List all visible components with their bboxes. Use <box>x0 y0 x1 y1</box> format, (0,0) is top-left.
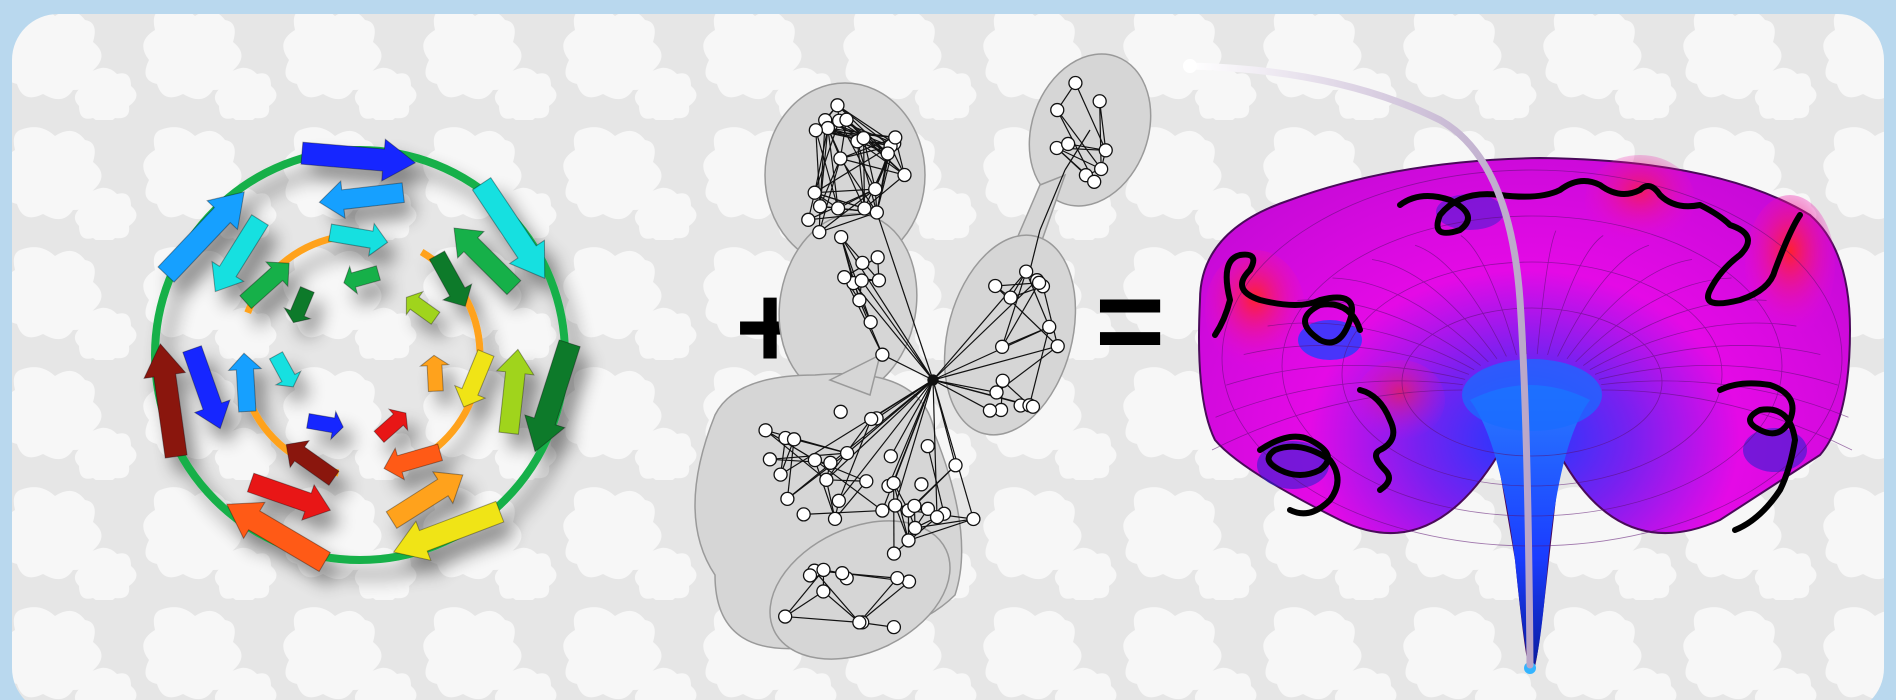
network-node <box>902 534 915 547</box>
network-node <box>809 124 822 137</box>
network-node <box>836 567 849 580</box>
network-node <box>814 200 827 213</box>
network-node <box>876 504 889 517</box>
network-node <box>855 274 868 287</box>
network-node <box>817 585 830 598</box>
network-node <box>949 459 962 472</box>
network-node <box>1043 320 1056 333</box>
network-node <box>1051 340 1064 353</box>
network-node <box>869 183 882 196</box>
network-node <box>820 473 833 486</box>
network-node <box>808 186 821 199</box>
network-node <box>858 202 871 215</box>
network-node <box>1033 276 1046 289</box>
network-node <box>1093 95 1106 108</box>
network-node <box>889 131 902 144</box>
network-node <box>1095 163 1108 176</box>
network-node <box>834 405 847 418</box>
network-node <box>1088 175 1101 188</box>
hub-node <box>928 375 938 385</box>
equals-sign: = <box>1095 254 1165 388</box>
network-node <box>931 511 944 524</box>
peak-right <box>1745 195 1835 335</box>
network-node <box>887 621 900 634</box>
network-node <box>829 512 842 525</box>
network-node <box>870 206 883 219</box>
network-node <box>853 294 866 307</box>
network-node <box>824 456 837 469</box>
funnel-mouth <box>1462 359 1602 431</box>
network-node <box>857 132 870 145</box>
network-node <box>1020 265 1033 278</box>
network-node <box>887 547 900 560</box>
network-node <box>864 316 877 329</box>
network-node <box>887 477 900 490</box>
network-node <box>871 251 884 264</box>
network-node <box>921 440 934 453</box>
network-node <box>781 492 794 505</box>
network-node <box>884 450 897 463</box>
network-node <box>808 454 821 467</box>
network-node <box>909 521 922 534</box>
network-node <box>1062 137 1075 150</box>
network-node <box>889 499 902 512</box>
network-node <box>841 447 854 460</box>
network-node <box>840 113 853 126</box>
network-node <box>831 99 844 112</box>
network-node <box>967 512 980 525</box>
network-node <box>759 424 772 437</box>
network-node <box>996 340 1009 353</box>
network-node <box>996 374 1009 387</box>
network-node <box>813 226 826 239</box>
network-node <box>817 563 830 576</box>
network-node <box>908 499 921 512</box>
network-node <box>989 279 1002 292</box>
network-node <box>856 256 869 269</box>
network-node <box>821 122 834 135</box>
network-node <box>903 575 916 588</box>
network-node <box>915 478 928 491</box>
network-node <box>891 572 904 585</box>
network-node <box>774 468 787 481</box>
network-node <box>881 147 894 160</box>
network-node <box>983 404 996 417</box>
network-node <box>865 412 878 425</box>
network-node <box>838 271 851 284</box>
network-node <box>804 569 817 582</box>
network-node <box>1099 144 1112 157</box>
network-node <box>832 494 845 507</box>
network-node <box>1004 291 1017 304</box>
network-node <box>990 386 1003 399</box>
network-node <box>853 616 866 629</box>
network-node <box>1051 104 1064 117</box>
network-node <box>788 433 801 446</box>
network-node <box>832 202 845 215</box>
network-node <box>834 152 847 165</box>
network-node <box>1069 76 1082 89</box>
network-node <box>872 274 885 287</box>
network-node <box>779 610 792 623</box>
rod-ball <box>1183 59 1197 73</box>
network-node <box>1026 400 1039 413</box>
network-node <box>898 169 911 182</box>
network-node <box>763 453 776 466</box>
network-node <box>876 348 889 361</box>
network-node <box>802 213 815 226</box>
peak-top <box>1585 155 1695 245</box>
network-edge <box>864 138 865 208</box>
network-node <box>835 231 848 244</box>
network-node <box>797 508 810 521</box>
network-node <box>860 475 873 488</box>
